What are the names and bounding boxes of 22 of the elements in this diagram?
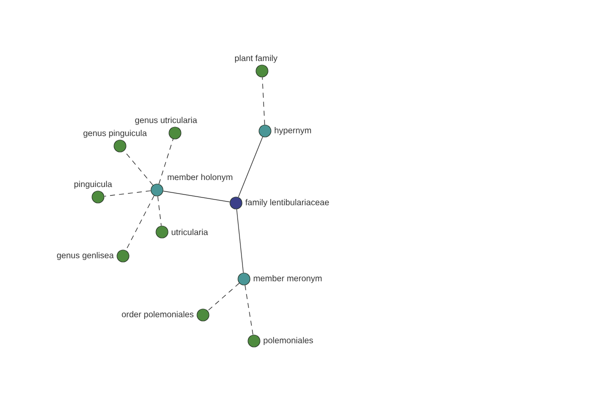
node-label: pinguicula	[74, 180, 112, 189]
node-label: family lentibulariaceae	[245, 199, 329, 207]
node-label: genus pinguicula	[83, 130, 147, 138]
connector-line	[157, 196, 162, 226]
node-label: genus utricularia	[135, 116, 198, 125]
connector-line	[158, 138, 174, 184]
connector-line	[162, 190, 230, 202]
node-label: genus genlisea	[56, 252, 114, 260]
node-label: utricularia	[172, 228, 208, 236]
node-label: member holonym	[168, 174, 232, 182]
node-label: plant family	[235, 54, 278, 63]
connector-line	[207, 282, 240, 312]
connector-line	[104, 190, 152, 197]
connector-line	[236, 208, 244, 274]
node-label: hypernym	[274, 127, 311, 135]
node-label: polemoniales	[264, 337, 313, 345]
connector-line	[262, 77, 265, 125]
connector-line	[126, 195, 154, 251]
node-label: member meronym	[254, 275, 322, 283]
connector-line	[238, 136, 263, 198]
connector-line	[244, 284, 254, 336]
node-label: order polemoniales	[122, 311, 194, 319]
